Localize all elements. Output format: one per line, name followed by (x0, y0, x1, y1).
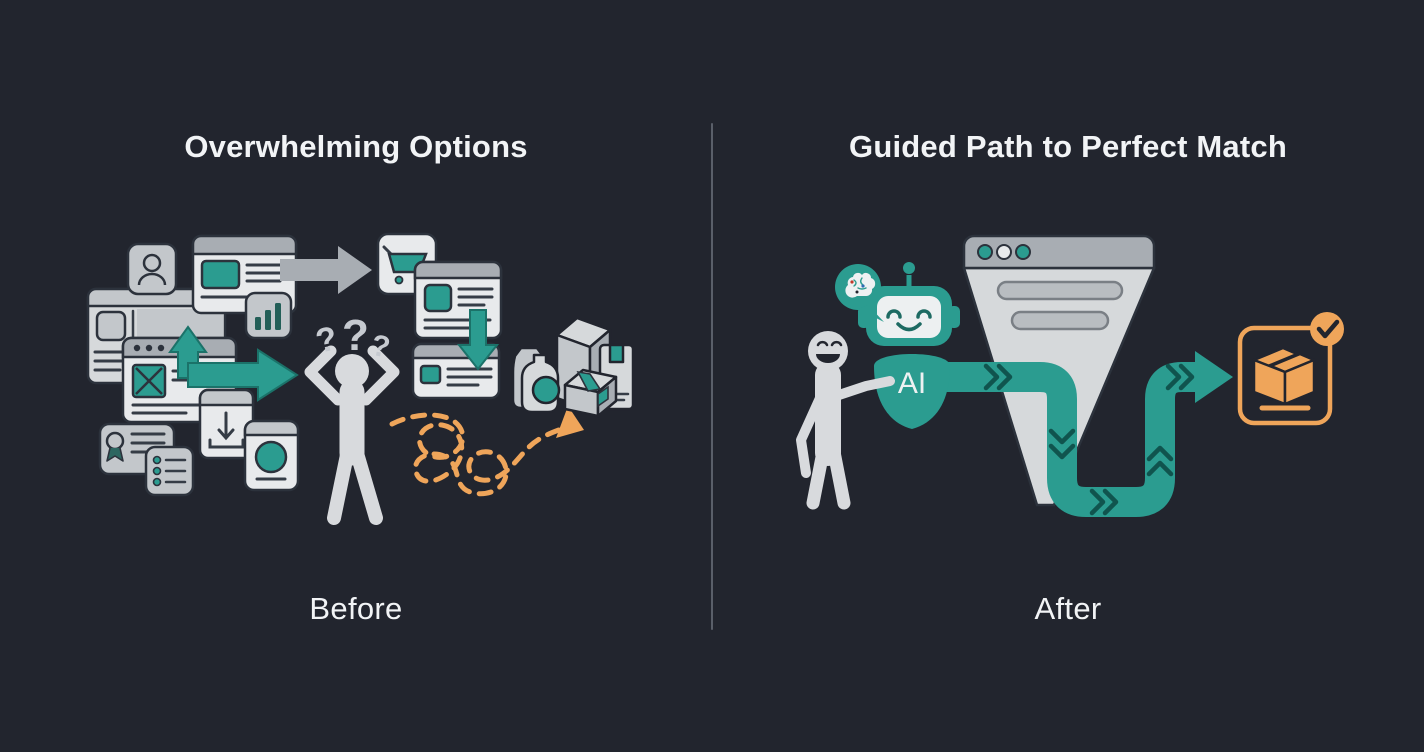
tangled-arrowhead-icon (556, 406, 584, 438)
guided-path-arrowhead (1195, 351, 1233, 403)
app-tile-card (243, 419, 300, 492)
before-title: Overwhelming Options (184, 129, 528, 164)
tangled-path-arrow (389, 406, 584, 497)
flow-arrow-icon (280, 246, 372, 294)
window-dot-icon (977, 244, 993, 260)
confused-person (304, 345, 400, 525)
question-mark: ? (312, 319, 340, 360)
after-caption: After (1034, 591, 1102, 626)
brain-speech-bubble-icon (835, 264, 884, 322)
question-mark: ? (342, 311, 369, 360)
filter-row-pill (1010, 310, 1110, 331)
window-dot-icon (1015, 244, 1031, 260)
matched-package-card (1237, 312, 1344, 426)
guided-path-arrow (938, 351, 1233, 517)
down-arrow-icon (456, 309, 500, 371)
package-pile (511, 316, 635, 418)
before-caption: Before (309, 591, 403, 626)
after-title: Guided Path to Perfect Match (849, 129, 1287, 164)
certificate-icon (105, 431, 125, 462)
checklist-card (144, 445, 195, 497)
panel-divider (711, 123, 713, 630)
download-card (198, 388, 255, 460)
user-profile-card (126, 242, 178, 296)
before-scene: ? ? ? (86, 232, 635, 525)
matched-package-icon (1252, 346, 1316, 406)
bar-chart-card (244, 291, 293, 340)
after-scene: AI (796, 234, 1344, 517)
right-arrow-icon (187, 348, 299, 402)
checklist-icon (152, 455, 187, 487)
window-dot-icon (996, 244, 1012, 260)
download-icon (208, 411, 245, 449)
question-mark: ? (368, 329, 393, 365)
happy-person (796, 331, 895, 510)
question-marks: ? ? ? (312, 311, 393, 365)
product-detail-card (413, 260, 503, 340)
checkmark-badge-icon (1310, 312, 1344, 346)
filter-row-pill (996, 280, 1124, 301)
ai-label: AI (898, 367, 926, 400)
